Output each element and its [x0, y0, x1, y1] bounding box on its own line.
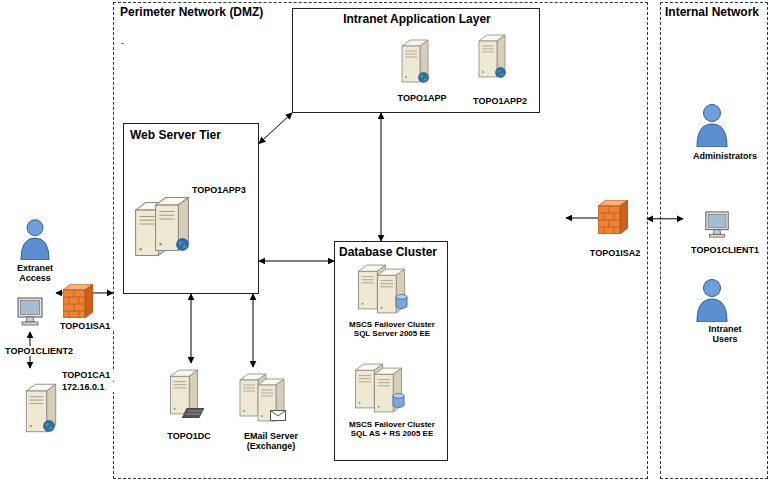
- node-label: TOPO1APP: [390, 93, 454, 103]
- node-label: TOPO1ISA1: [60, 321, 130, 331]
- stray-mark: -: [121, 38, 124, 48]
- connector-arrow: [253, 294, 254, 367]
- device-node: TOPO1ISA2: [583, 199, 647, 265]
- device-node: MSCS Failover Cluster SQL Server 2005 EE: [340, 262, 444, 352]
- node-label: Extranet Access: [7, 263, 63, 284]
- device-node: TOPO1DC: [161, 363, 217, 443]
- device-node: MSCS Failover Cluster SQL AS + RS 2005 E…: [340, 360, 444, 454]
- node-label: MSCS Failover Cluster SQL Server 2005 EE: [340, 320, 444, 338]
- node-label: Intranet Users: [700, 324, 750, 345]
- ip-address: 172.16.0.1: [62, 382, 122, 392]
- node-label: TOPO1DC: [159, 431, 219, 441]
- device-node: Extranet Access: [4, 216, 66, 286]
- node-label: TOPO1CLIENT1: [683, 245, 767, 255]
- node-label: TOPO1ISA2: [583, 248, 647, 258]
- node-label: TOPO1CLIENT2: [0, 346, 78, 356]
- node-label: TOPO1CA1: [62, 370, 122, 380]
- firewall-icons: [63, 200, 628, 318]
- node-label: MSCS Failover Cluster SQL AS + RS 2005 E…: [340, 420, 444, 438]
- device-node: TOPO1CLIENT2: [4, 290, 56, 332]
- tier-box: Database ClusterMSCS Failover Cluster SQ…: [334, 241, 448, 461]
- device-node: TOPO1CA1172.16.0.1: [20, 368, 115, 440]
- connector-arrow: [647, 218, 683, 219]
- device-node: EMail Server (Exchange): [233, 367, 309, 459]
- node-label: EMail Server (Exchange): [233, 431, 309, 452]
- node-label: TOPO1APP3: [192, 185, 254, 195]
- tier-box: Intranet Application LayerTOPO1APP TOPO1A…: [292, 8, 540, 113]
- connector-arrow: [191, 294, 192, 363]
- node-label: TOPO1APP2: [468, 96, 532, 106]
- person-icons: [21, 105, 727, 323]
- network-zone: Internal NetworkAdministratorsTOPO1CLIEN…: [660, 2, 768, 479]
- node-label: Internal Network: [665, 6, 767, 20]
- node-label: Administrators: [683, 151, 767, 161]
- device-node: TOPO1APP: [390, 36, 454, 108]
- device-node: TOPO1ISA1: [60, 282, 130, 336]
- connector-arrow: [259, 113, 292, 144]
- node-label: Web Server Tier: [130, 129, 256, 143]
- node-label: Intranet Application Layer: [295, 13, 539, 27]
- device-node: Administrators: [683, 101, 767, 167]
- network-zone: Perimeter Network (DMZ)Intranet Applicat…: [113, 2, 648, 479]
- node-label: Database Cluster: [339, 246, 447, 260]
- tier-box: Web Server TierTOPO1APP3: [123, 123, 259, 294]
- connector-arrow: [381, 113, 382, 241]
- device-node: TOPO1APP2: [468, 31, 532, 109]
- device-node: Intranet Users: [683, 277, 767, 341]
- connector-arrow: [259, 260, 334, 261]
- server-icons: [26, 35, 505, 432]
- device-node: TOPO1APP3: [132, 182, 256, 264]
- device-node: TOPO1CLIENT1: [683, 209, 767, 259]
